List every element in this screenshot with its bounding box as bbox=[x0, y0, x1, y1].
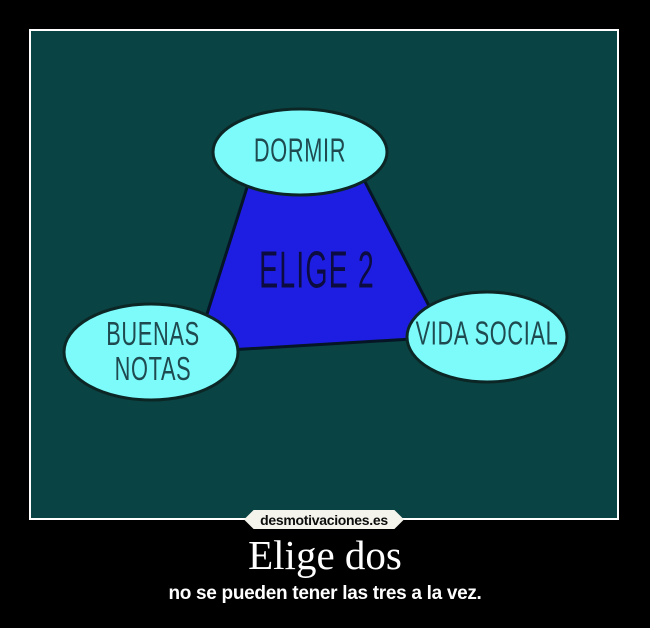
meme-frame: ELIGE 2 DORMIR BUENAS NOTAS VIDA SOCIAL bbox=[29, 29, 619, 520]
node-ellipse-dormir bbox=[211, 107, 389, 197]
node-label-vida-social: VIDA SOCIAL bbox=[415, 314, 559, 352]
watermark-text: desmotivaciones.es bbox=[260, 511, 388, 528]
node-label-buenas-notas: BUENAS NOTAS bbox=[106, 316, 200, 386]
caption-subtitle: no se pueden tener las tres a la vez. bbox=[168, 583, 482, 604]
node-label-buenas-notas-line2: NOTAS bbox=[114, 350, 192, 387]
caption-title: Elige dos bbox=[248, 532, 402, 578]
node-ellipse-buenas-notas bbox=[62, 302, 240, 402]
center-label-elige-2: ELIGE 2 bbox=[259, 241, 375, 300]
node-label-buenas-notas-line1: BUENAS bbox=[106, 315, 200, 352]
watermark-ribbon: desmotivaciones.es bbox=[244, 510, 404, 529]
node-ellipse-vida-social bbox=[405, 290, 569, 384]
node-label-dormir: DORMIR bbox=[253, 131, 347, 169]
pick-two-diagram bbox=[62, 107, 569, 402]
